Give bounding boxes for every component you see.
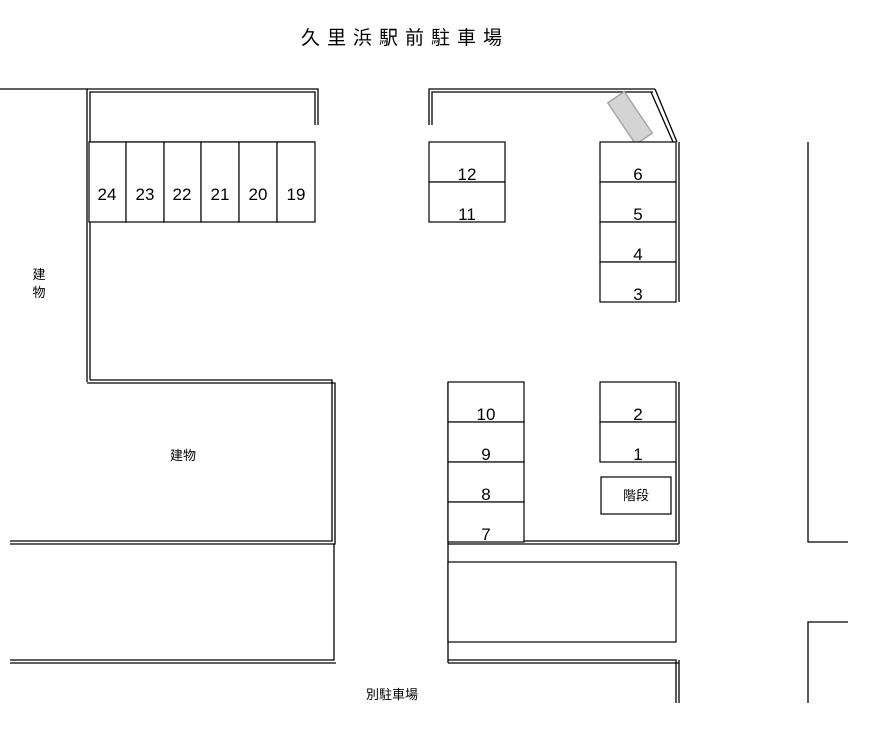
building-label-left: 建	[32, 268, 45, 283]
slot-label: 7	[481, 525, 490, 544]
parking-slot-21	[200, 141, 240, 223]
map-title: 久里浜駅前駐車場	[301, 27, 509, 49]
parking-slot-7	[447, 501, 525, 543]
slot-label: 10	[477, 405, 496, 424]
lower-block	[447, 561, 677, 643]
slot-label: 19	[287, 185, 306, 204]
parking-slot-5	[599, 181, 677, 223]
slot-label: 8	[481, 485, 490, 504]
slot-label: 23	[136, 185, 155, 204]
parking-slot-10	[447, 381, 525, 423]
parking-slot-19	[276, 141, 316, 223]
slot-label: 2	[633, 405, 642, 424]
slot-row-top: 24 23 22 21 20 19	[88, 141, 316, 223]
slot-label: 4	[633, 245, 642, 264]
parking-slot-3	[599, 261, 677, 303]
parking-slot-20	[238, 141, 278, 223]
parking-slot-6	[599, 141, 677, 183]
parking-slot-11	[428, 181, 506, 223]
stairs-label: 階段	[623, 489, 649, 504]
slot-label: 1	[633, 445, 642, 464]
building-label-center: 建物	[170, 449, 196, 464]
parking-slot-22	[163, 141, 202, 223]
slot-label: 21	[211, 185, 230, 204]
other-parking-label: 別駐車場	[366, 688, 418, 703]
ramp	[606, 90, 654, 146]
slot-label: 22	[173, 185, 192, 204]
slot-label: 6	[633, 165, 642, 184]
parking-slot-24	[88, 141, 127, 223]
slot-label: 11	[458, 205, 476, 224]
parking-slot-2	[599, 381, 677, 423]
slot-label: 9	[481, 445, 490, 464]
walls	[0, 88, 848, 703]
slot-label: 3	[633, 285, 642, 304]
slot-label: 5	[633, 205, 642, 224]
slot-label: 20	[249, 185, 268, 204]
slot-label: 12	[458, 165, 477, 184]
building-label-left: 物	[32, 286, 45, 301]
parking-slot-8	[447, 461, 525, 503]
parking-slot-23	[125, 141, 165, 223]
slot-label: 24	[98, 185, 117, 204]
stairs-box	[600, 476, 672, 515]
parking-slot-9	[447, 421, 525, 463]
parking-slot-4	[599, 221, 677, 263]
parking-slot-1	[599, 421, 677, 463]
